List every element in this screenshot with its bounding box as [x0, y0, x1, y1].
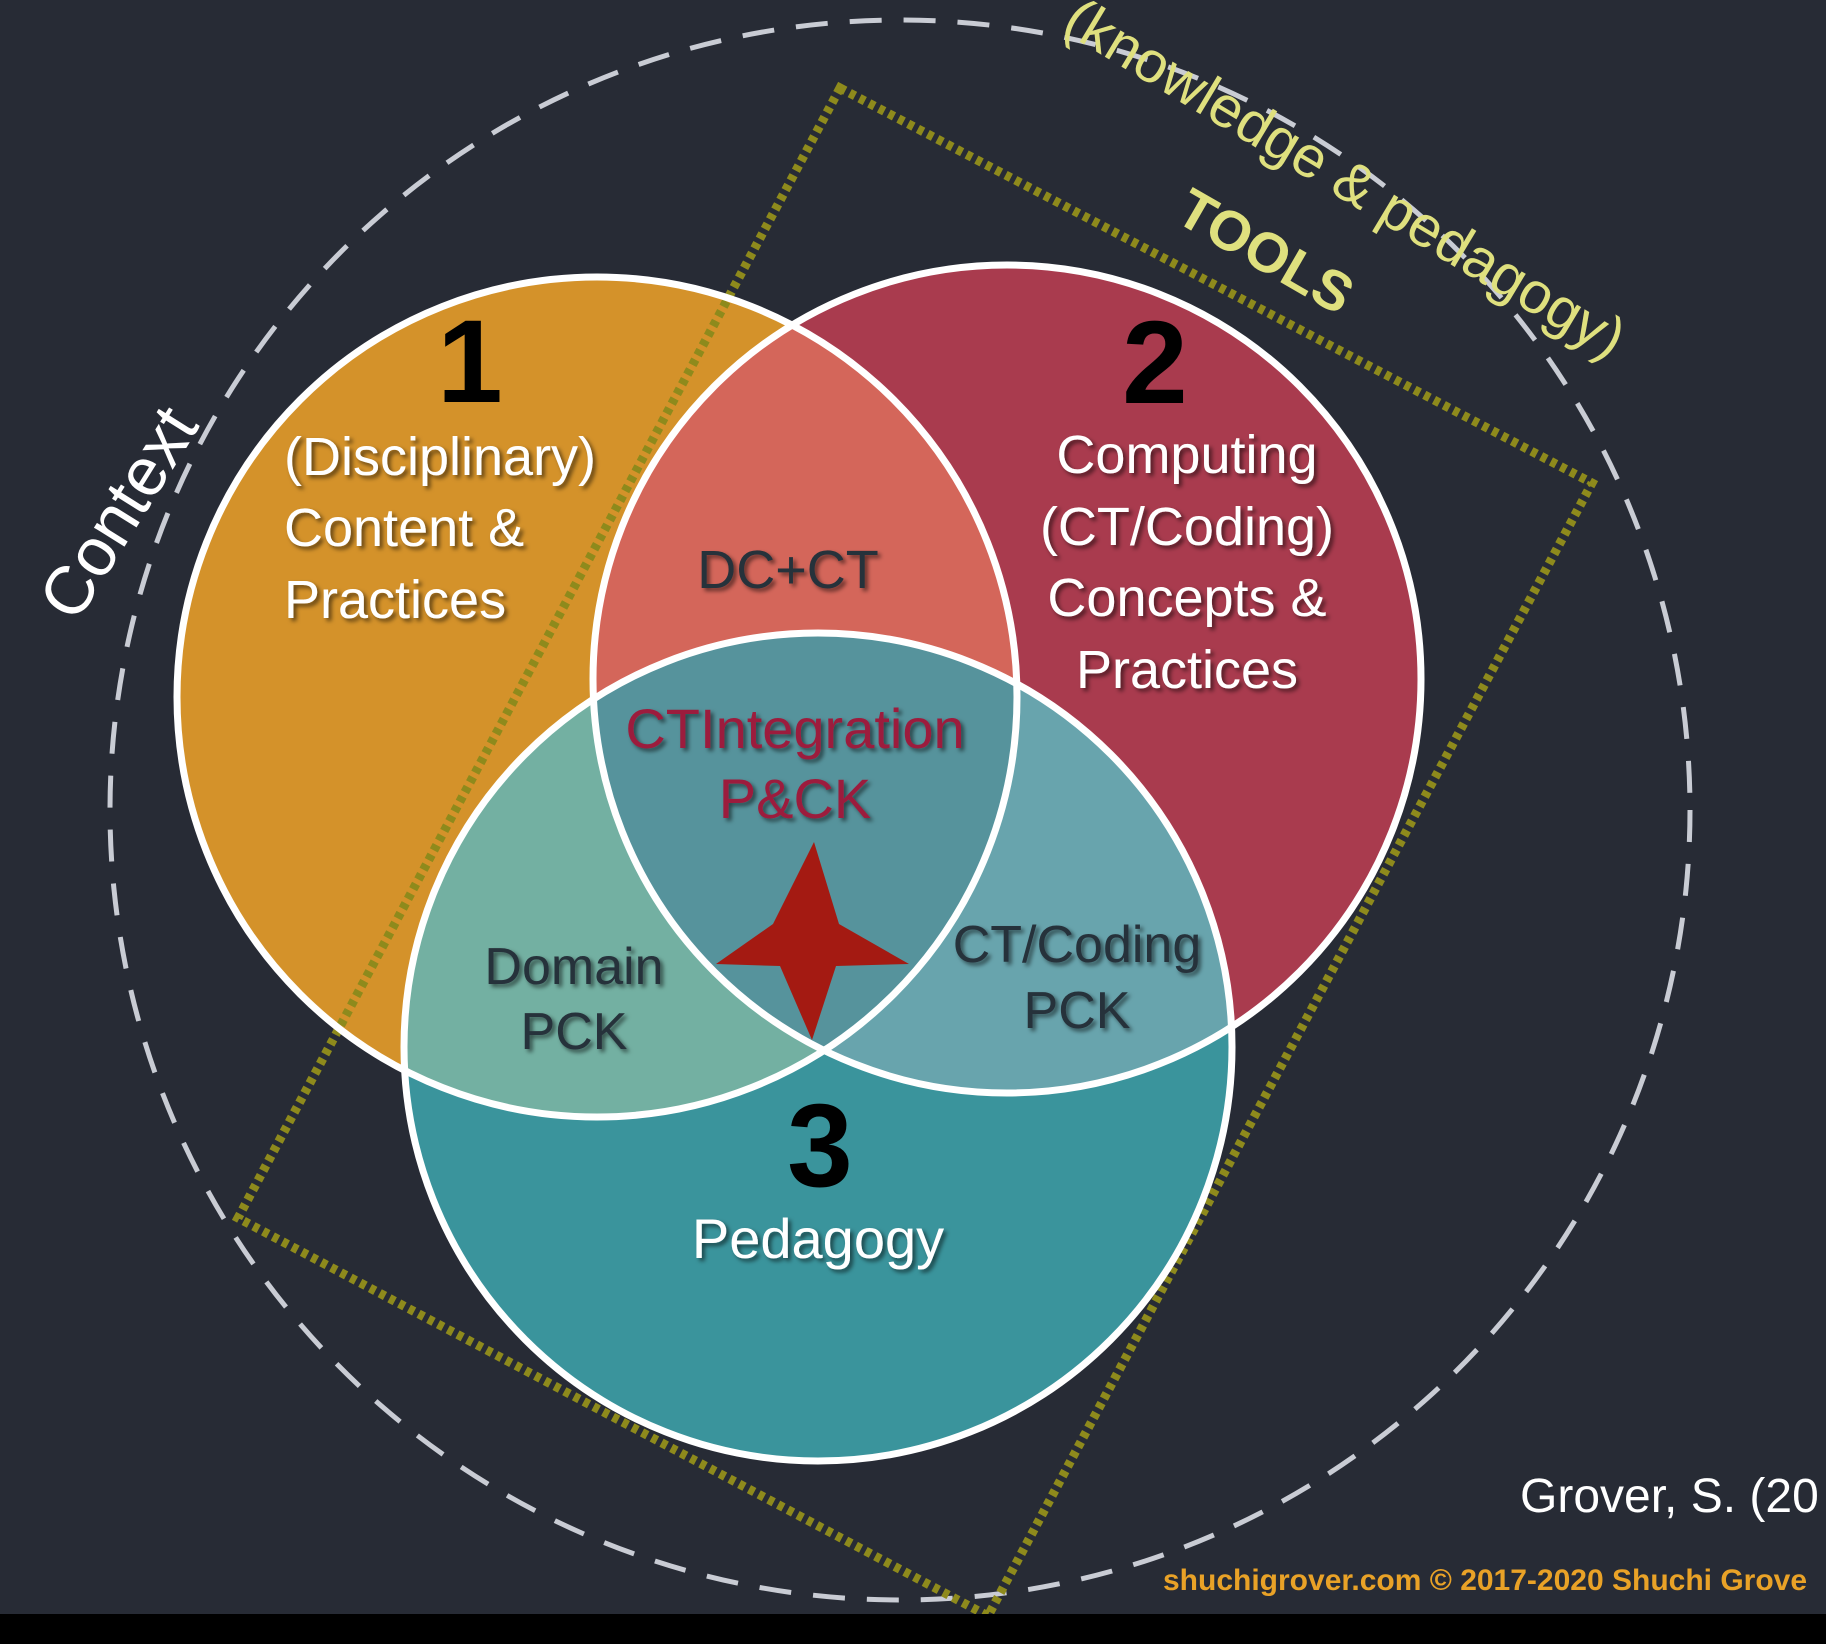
circle-2-line-3: Concepts & [1047, 568, 1326, 628]
overlap-1-3-line-1: Domain [484, 938, 663, 996]
circle-2-number: 2 [1122, 297, 1188, 429]
star-icon [716, 842, 909, 1040]
context-ring [107, 17, 1693, 1603]
circle-2-line-1: Computing [1056, 425, 1317, 485]
tools-box [231, 81, 1599, 1623]
circle-1-number: 1 [437, 296, 503, 428]
circle-3-line-1: Pedagogy [692, 1207, 944, 1270]
overlap-2-3-line-2: PCK [1024, 982, 1131, 1040]
center-line-2: P&CK [719, 767, 872, 830]
circle-1-line-1: (Disciplinary) [284, 427, 596, 487]
circle-computing-outline [589, 261, 1425, 1097]
overlap-2-3-line-1: CT/Coding [953, 916, 1202, 974]
circle-2-line-4: Practices [1076, 640, 1298, 700]
overlap-1-3-line-2: PCK [521, 1003, 628, 1061]
circle-2-line-2: (CT/Coding) [1040, 497, 1334, 557]
bottom-bar [0, 1614, 1826, 1644]
circle-1-line-2: Content & [284, 498, 524, 558]
circle-pedagogy-outline [400, 629, 1236, 1465]
circle-3-number: 3 [787, 1080, 853, 1212]
footer-text: shuchigrover.com © 2017-2020 Shuchi Grov… [1163, 1564, 1807, 1597]
circle-disciplinary-outline [173, 273, 1021, 1121]
overlap-1-2-label: DC+CT [697, 540, 879, 600]
center-line-1: CTIntegration [625, 697, 964, 760]
citation: Grover, S. (20 [1520, 1470, 1819, 1523]
circle-1-line-3: Practices [284, 570, 506, 630]
